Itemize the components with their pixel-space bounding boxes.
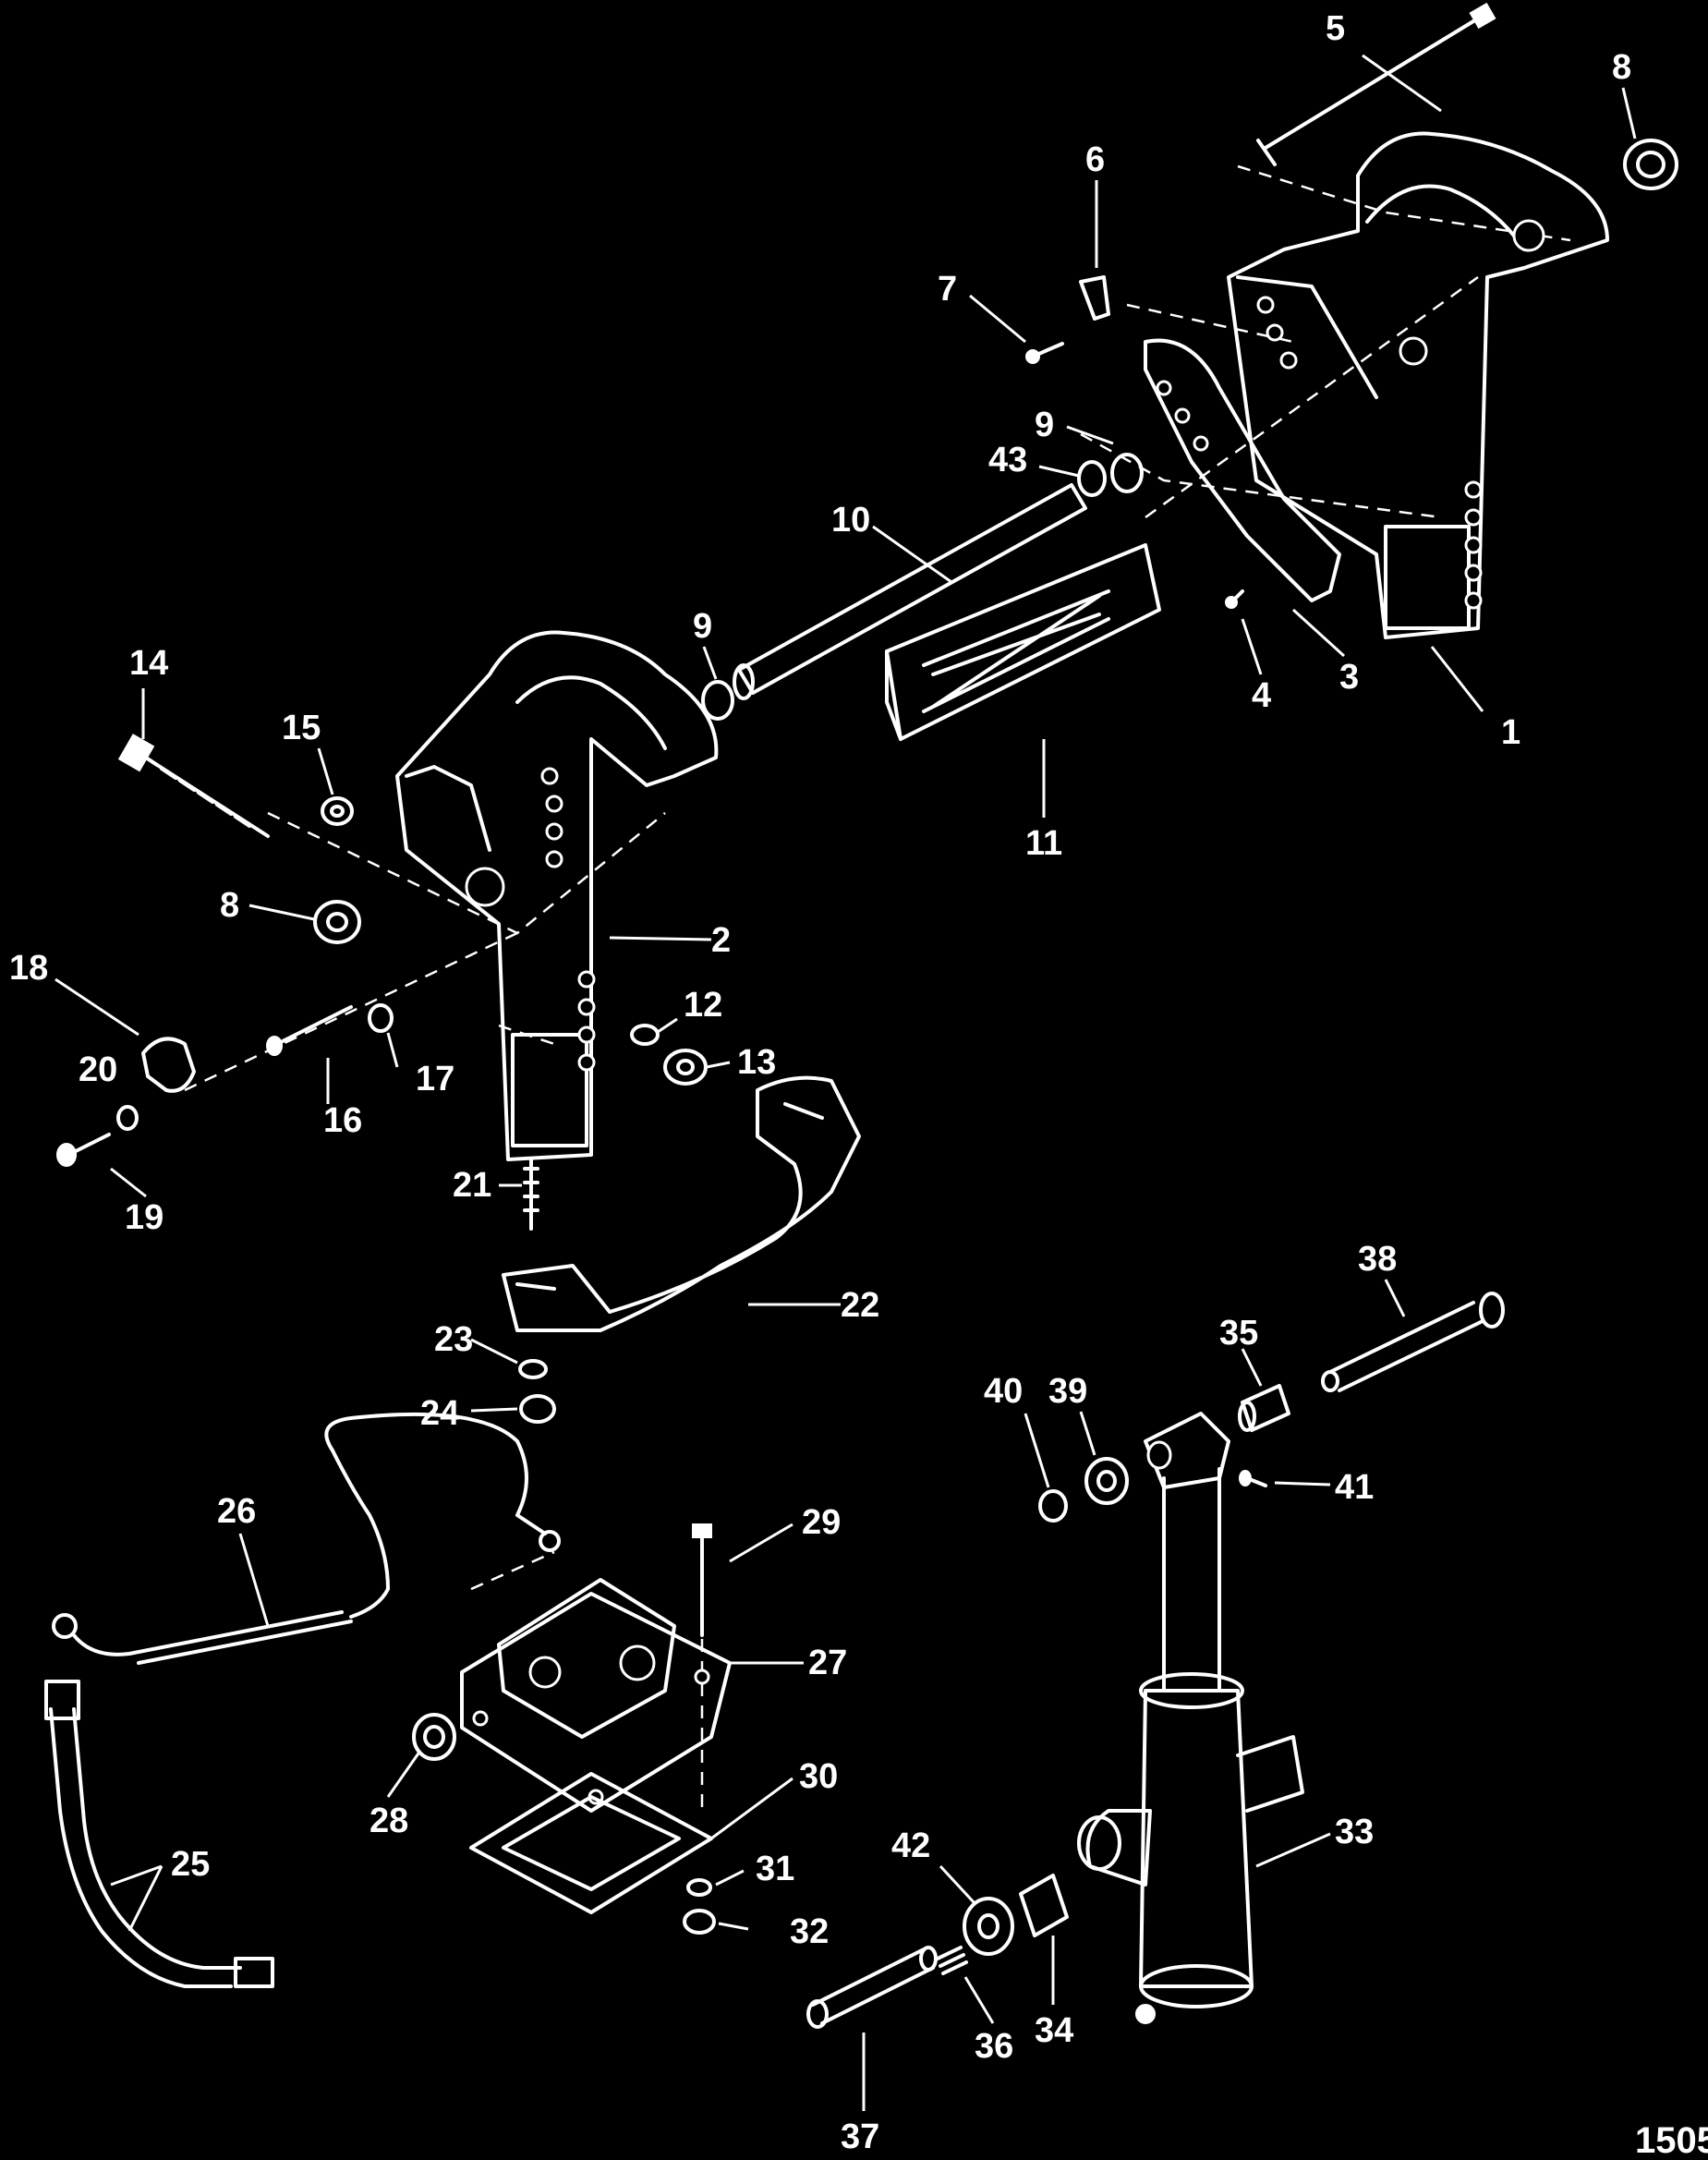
nut-13 <box>663 1049 708 1086</box>
callout-9-upper: 9 <box>1035 406 1054 444</box>
bolt-29 <box>692 1523 712 1637</box>
callout-26: 26 <box>217 1492 256 1531</box>
callout-40: 40 <box>984 1372 1023 1411</box>
brake-line-26 <box>52 1412 561 1665</box>
callout-11: 11 <box>1025 824 1062 863</box>
callout-10: 10 <box>831 501 870 540</box>
callout-13: 13 <box>737 1043 776 1082</box>
spring-36 <box>936 1946 968 1975</box>
callout-23: 23 <box>434 1320 473 1359</box>
callout-5: 5 <box>1326 9 1345 48</box>
bushing-35 <box>1238 1384 1290 1432</box>
callout-35: 35 <box>1219 1314 1258 1353</box>
pin-37 <box>806 1946 938 2029</box>
callout-27: 27 <box>808 1644 847 1682</box>
swivel-bracket-right <box>1227 131 1609 639</box>
washer-20 <box>116 1105 139 1131</box>
callout-34: 34 <box>1035 2011 1073 2050</box>
spacer-block <box>885 543 1161 741</box>
tilt-bolt <box>1256 2 1496 166</box>
cover-plate <box>141 1037 196 1093</box>
nut-15 <box>321 796 354 826</box>
nut-8-lower <box>313 900 361 944</box>
pump-body <box>460 1578 732 1813</box>
callout-18: 18 <box>9 949 48 988</box>
cylinder-eye <box>1144 1412 1230 1489</box>
callout-42: 42 <box>891 1826 930 1865</box>
screw-small <box>1025 342 1064 364</box>
callout-1: 1 <box>1501 713 1520 752</box>
callout-15: 15 <box>282 709 321 747</box>
callout-9-left: 9 <box>693 607 712 646</box>
nut-40 <box>1038 1489 1068 1523</box>
tilt-tube <box>733 483 1087 700</box>
washer-23 <box>518 1359 548 1379</box>
callout-28: 28 <box>369 1802 408 1840</box>
washer-31 <box>686 1878 712 1897</box>
callout-24: 24 <box>420 1394 459 1433</box>
callout-12: 12 <box>684 986 722 1025</box>
callout-6: 6 <box>1085 140 1105 179</box>
callout-25: 25 <box>171 1845 210 1884</box>
bolt-14 <box>117 734 270 838</box>
callout-38: 38 <box>1358 1240 1397 1279</box>
callout-4: 4 <box>1252 676 1271 715</box>
callout-39: 39 <box>1048 1372 1087 1411</box>
inner-plate <box>1144 338 1341 602</box>
pin-41 <box>1239 1470 1267 1487</box>
callout-2: 2 <box>711 921 731 960</box>
callout-8-lower: 8 <box>220 886 239 925</box>
bushing-39 <box>1084 1457 1129 1505</box>
callout-16: 16 <box>323 1101 362 1140</box>
callout-7: 7 <box>938 270 957 309</box>
clip <box>1079 275 1110 321</box>
callout-8-upper: 8 <box>1612 48 1631 87</box>
pin-38 <box>1321 1292 1505 1392</box>
callout-14: 14 <box>129 644 168 683</box>
stud-21 <box>523 1158 539 1231</box>
callout-32: 32 <box>790 1912 829 1951</box>
bushing-34 <box>1019 1874 1069 1937</box>
figure-number: 1505 <box>1635 2120 1708 2160</box>
callout-3: 3 <box>1339 658 1359 697</box>
nut-upper <box>1623 139 1678 190</box>
callout-29: 29 <box>802 1503 841 1542</box>
washers-upper <box>1077 453 1144 497</box>
washer-17 <box>368 1003 394 1033</box>
washer-12 <box>630 1024 660 1046</box>
callout-22: 22 <box>841 1286 879 1325</box>
callout-36: 36 <box>975 2027 1013 2066</box>
callout-17: 17 <box>416 1060 454 1098</box>
pin-16 <box>266 1005 353 1056</box>
plug-28 <box>412 1713 456 1761</box>
washer-left <box>701 680 734 721</box>
screw-19 <box>56 1133 111 1167</box>
leader-lines <box>55 54 1637 2111</box>
callout-19: 19 <box>125 1198 164 1237</box>
screw-plate <box>1225 589 1244 609</box>
alignment-lines <box>184 164 1571 1811</box>
callout-20: 20 <box>79 1050 117 1089</box>
hose-25 <box>44 1680 274 1988</box>
callout-31: 31 <box>756 1850 794 1888</box>
strap-22 <box>502 1075 861 1332</box>
washer-42 <box>963 1897 1014 1956</box>
callout-43: 43 <box>988 441 1027 479</box>
swivel-bracket-left <box>395 630 719 1161</box>
callout-37: 37 <box>841 2118 879 2156</box>
callout-labels: 1 2 3 4 5 6 7 8 8 9 9 10 11 12 13 14 15 … <box>9 9 1631 2156</box>
callout-41: 41 <box>1335 1468 1374 1507</box>
tilt-cylinder <box>1077 1467 1304 2024</box>
callout-21: 21 <box>453 1166 491 1205</box>
nut-24 <box>519 1394 556 1424</box>
callout-30: 30 <box>799 1757 838 1796</box>
callout-33: 33 <box>1335 1813 1374 1851</box>
nut-32 <box>683 1909 716 1935</box>
